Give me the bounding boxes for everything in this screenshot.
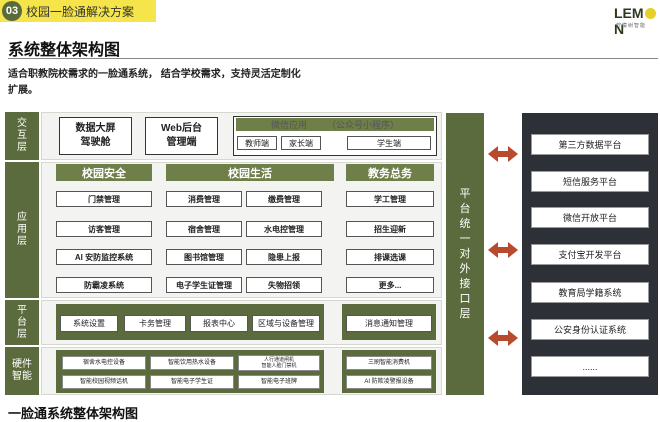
layer-platform-label: 平台层 (5, 300, 39, 345)
more-external-box: ...... (531, 356, 649, 377)
header-title: 校园一脸通解决方案 (26, 5, 135, 19)
student-id-management-box: 电子学生证管理 (166, 277, 242, 293)
campus-life-header: 校园生活 (166, 164, 334, 181)
double-arrow-icon (488, 242, 518, 258)
utility-control-box: 水电控管理 (246, 221, 322, 237)
access-control-box: 门禁管理 (56, 191, 152, 207)
academic-affairs-header: 教务总务 (346, 164, 434, 181)
logo-circle-icon (644, 8, 656, 19)
brand-logo: LEMN (614, 5, 660, 37)
layer-application-label: 应用层 (5, 162, 39, 298)
card-management-box: 卡务管理 (124, 315, 186, 332)
lost-and-found-box: 失物招领 (246, 277, 322, 293)
section-number: 03 (2, 1, 22, 21)
course-scheduling-box: 排课选课 (346, 249, 434, 265)
dorm-utility-device: 宿舍水电控设备 (62, 356, 146, 370)
layer-hardware-label: 硬件智能 (5, 347, 39, 395)
more-box: 更多... (346, 277, 434, 293)
hot-water-device: 智能饮用热水设备 (150, 356, 234, 370)
intro-text: 适合职教院校需求的一脸通系统， 结合学校需求，支持灵活定制化扩展。 (8, 69, 301, 96)
brand-logo-subtitle: 柠檬树智能 (616, 23, 647, 29)
hazard-report-box: 隐患上报 (246, 249, 322, 265)
layer-interaction-label: 交互层 (5, 112, 39, 160)
system-settings-box: 系统设置 (60, 315, 118, 332)
report-center-box: 报表中心 (190, 315, 248, 332)
figure-caption: 一脸通系统整体架构图 (8, 406, 139, 421)
platform-interface-layer: 平台统一对外接口层 (446, 113, 484, 395)
teacher-client: 教师端 (237, 136, 277, 150)
page-title: 系统整体架构图 (8, 42, 121, 59)
enrollment-box: 招生迎新 (346, 221, 434, 237)
alipay-dev-platform: 支付宝开发平台 (531, 244, 649, 265)
parent-client: 家长端 (281, 136, 321, 150)
wechat-open-platform: 微信开放平台 (531, 207, 649, 228)
double-arrow-icon (488, 330, 518, 346)
payment-management-box: 缴费管理 (246, 191, 322, 207)
class-board-device: 智能电子班牌 (238, 375, 320, 389)
video-phone-device: 智能校园视频话机 (62, 375, 146, 389)
region-device-management-box: 区域与设备管理 (252, 315, 320, 332)
education-bureau-system: 教育局学籍系统 (531, 282, 649, 303)
double-arrow-icon (488, 146, 518, 162)
student-client: 学生端 (347, 136, 431, 150)
sms-service-platform: 短信服务平台 (531, 171, 649, 192)
visitor-management-box: 访客管理 (56, 221, 152, 237)
campus-security-header: 校园安全 (56, 164, 152, 181)
ai-surveillance-box: AI 安防监控系统 (56, 249, 152, 265)
message-notification-box: 消息通知管理 (346, 315, 432, 332)
police-identity-system: 公安身份认证系统 (531, 319, 649, 340)
consumption-management-box: 消费管理 (166, 191, 242, 207)
anti-bullying-box: 防霸凌系统 (56, 277, 152, 293)
smart-student-id-device: 智能电子学生证 (150, 375, 234, 389)
student-affairs-box: 学工管理 (346, 191, 434, 207)
connector-arrows (488, 146, 518, 346)
anti-bullying-alarm-device: AI 防欺凌警报设备 (346, 375, 432, 389)
bigscreen-cockpit: 数据大屏 驾驶舱 (59, 117, 132, 155)
library-management-box: 图书馆管理 (166, 249, 242, 265)
third-party-data-platform: 第三方数据平台 (531, 134, 649, 155)
header-bar (0, 0, 156, 22)
dormitory-management-box: 宿舍管理 (166, 221, 242, 237)
gate-face-access-device: 人行通道闸机 智能人脸门禁机 (238, 355, 320, 371)
web-admin-console: Web后台 管理端 (145, 117, 218, 155)
title-divider (8, 58, 658, 59)
payment-terminal-device: 三刷智能消费机 (346, 356, 432, 370)
wechat-app-title: 微信应用（公众号小程序） (236, 118, 434, 131)
